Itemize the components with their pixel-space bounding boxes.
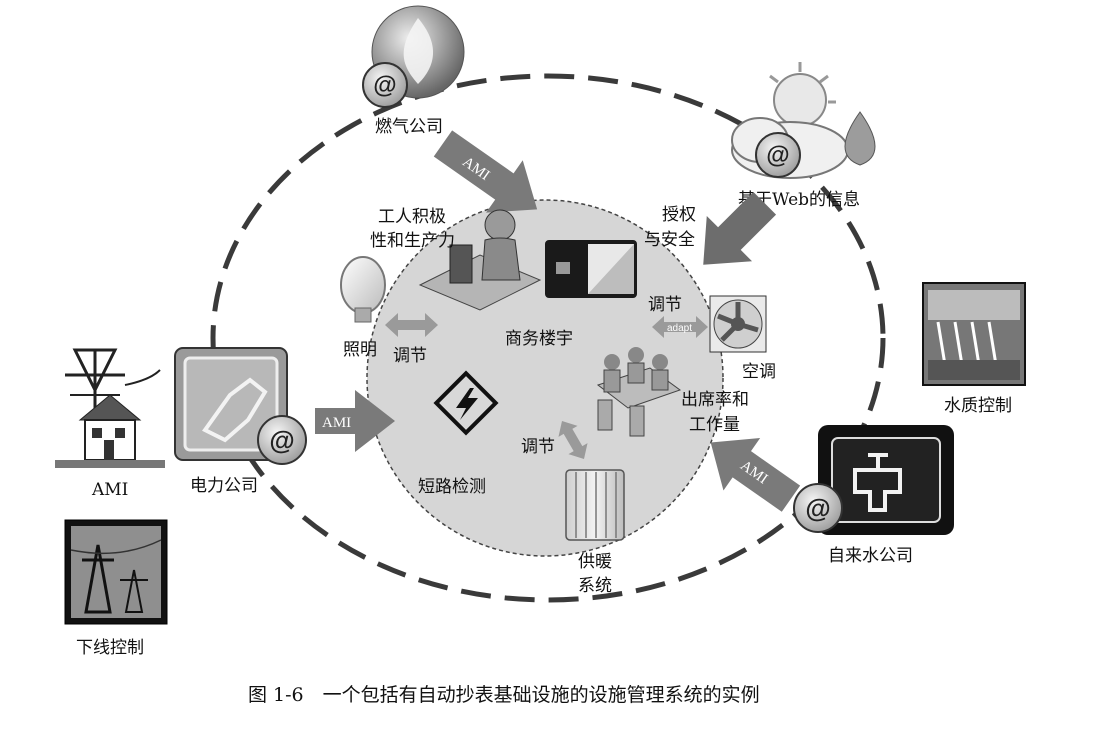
auth-security-label-line1: 授权 bbox=[662, 205, 696, 225]
water-quality-dam-icon bbox=[922, 282, 1026, 386]
worker-desk-icon bbox=[418, 209, 542, 311]
lighting-label: 照明 bbox=[343, 340, 377, 360]
adapt-label: adapt bbox=[667, 323, 692, 334]
at-badge-water bbox=[793, 483, 843, 533]
light-bulb-icon bbox=[340, 256, 386, 323]
at-symbol-web: @ bbox=[766, 142, 789, 169]
outer-network-ring bbox=[210, 73, 886, 603]
auth-security-label-line2: 与安全 bbox=[644, 230, 695, 250]
gas-company-label: 燃气公司 bbox=[375, 117, 443, 137]
water-company-label: 自来水公司 bbox=[828, 546, 913, 566]
ac-adjust-label: 调节 bbox=[648, 295, 682, 315]
water-drop-icon bbox=[844, 111, 876, 166]
meeting-people-icon bbox=[596, 347, 682, 437]
air-conditioning-label: 空调 bbox=[742, 362, 776, 382]
heating-adjust-double-arrow bbox=[558, 420, 588, 460]
lighting-adjust-double-arrow bbox=[385, 313, 438, 337]
gas-company-node: @ 燃气公司 bbox=[362, 5, 465, 137]
ami-arrow-power: AMI bbox=[315, 390, 395, 452]
water-company-node: @ 自来水公司 bbox=[793, 425, 954, 566]
ac-adapt-double-arrow: adapt bbox=[652, 316, 708, 338]
attendance-label-line2: 工作量 bbox=[689, 415, 740, 435]
ami-arrow-water: AMI bbox=[710, 438, 801, 512]
lighting-adjust-label: 调节 bbox=[393, 346, 427, 366]
power-company-label: 电力公司 bbox=[190, 476, 258, 496]
at-badge-web bbox=[755, 132, 801, 178]
offline-control-label: 下线控制 bbox=[76, 638, 144, 658]
short-circuit-label: 短路检测 bbox=[418, 477, 486, 497]
heating-system-label-line2: 系统 bbox=[578, 576, 612, 596]
sun-icon bbox=[773, 73, 827, 127]
ami-arrow-power-label: AMI bbox=[322, 415, 351, 431]
at-symbol-water: @ bbox=[805, 493, 830, 523]
radiator-icon bbox=[565, 469, 625, 541]
at-symbol-gas: @ bbox=[373, 72, 396, 99]
power-company-node: @ 电力公司 bbox=[174, 347, 307, 496]
at-symbol-power: @ bbox=[269, 425, 294, 455]
power-plug-icon bbox=[202, 377, 268, 443]
transmission-tower-icon bbox=[64, 519, 168, 625]
fan-icon bbox=[709, 295, 767, 353]
at-badge-power bbox=[257, 415, 307, 465]
worker-productivity-label-line1: 工人积极 bbox=[378, 207, 446, 227]
worker-productivity-label-line2: 性和生产力 bbox=[370, 231, 455, 251]
heating-adjust-label: 调节 bbox=[521, 437, 555, 457]
figure-caption: 图 1-6 一个包括有自动抄表基础设施的设施管理系统的实例 bbox=[248, 684, 760, 706]
ami-house-label: AMI bbox=[91, 480, 128, 500]
commercial-building-label: 商务楼宇 bbox=[505, 329, 573, 349]
web-info-label: 基于Web的信息 bbox=[738, 190, 860, 210]
short-circuit-warning-icon bbox=[433, 370, 499, 436]
water-quality-label: 水质控制 bbox=[944, 396, 1012, 416]
flame-icon bbox=[403, 18, 434, 84]
heating-system-label-line1: 供暖 bbox=[578, 552, 612, 572]
ami-house-tower-icon bbox=[55, 348, 165, 468]
attendance-label-line1: 出席率和 bbox=[681, 390, 749, 410]
web-info-arrow bbox=[703, 191, 777, 265]
water-faucet-icon bbox=[853, 468, 902, 512]
security-card-icon bbox=[545, 240, 637, 298]
web-info-node: @ 基于Web的信息 bbox=[731, 62, 876, 210]
at-badge-gas bbox=[362, 62, 408, 108]
